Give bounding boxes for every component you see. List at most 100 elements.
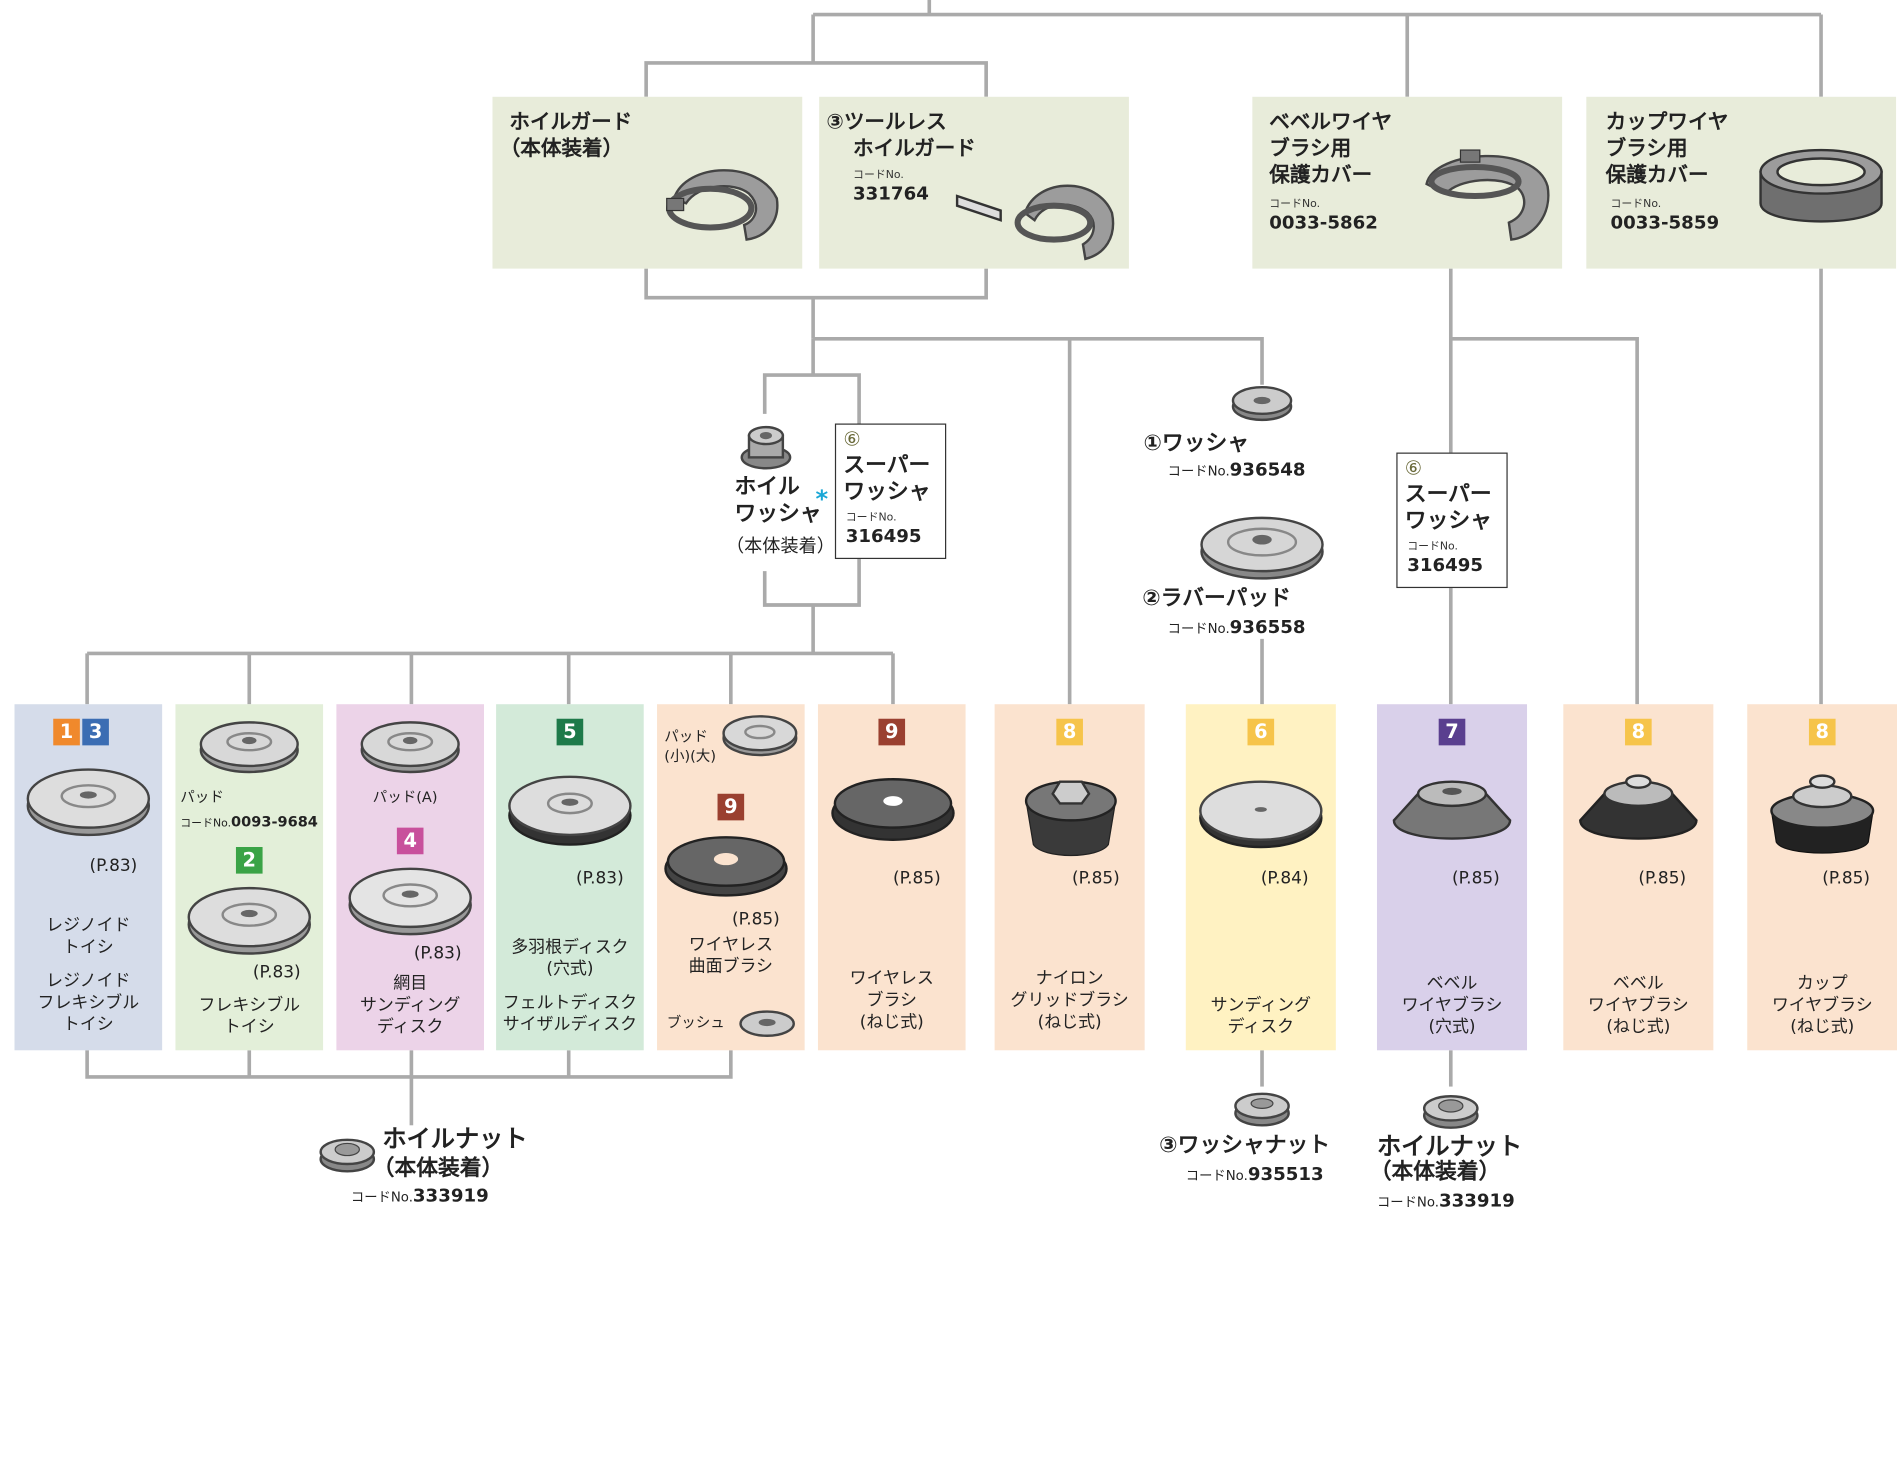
panel-curved-brush: パッド (小)(大) 9 (P.85) ワイヤレス 曲面ブラシ ブッシュ xyxy=(657,704,805,1051)
super-washer-name: ワッシャ xyxy=(1404,508,1492,534)
product-label: サンディング xyxy=(1210,995,1312,1016)
product-label: (ねじ式) xyxy=(859,1012,924,1033)
page-ref: (P.84) xyxy=(1260,868,1309,889)
washer-nut-name: ③ワッシャナット xyxy=(1159,1132,1331,1158)
flap-disc-icon xyxy=(508,775,632,846)
wheel-nut-name: ホイルナット xyxy=(1376,1131,1523,1161)
badge-5: 5 xyxy=(556,718,584,746)
guard-title: ③ツールレス xyxy=(826,110,947,135)
wheel-washer-label: ホイル xyxy=(734,474,800,500)
guard-title: ホイルガード xyxy=(509,110,633,135)
pad-label: (小)(大) xyxy=(664,747,716,765)
code-label: コードNo. xyxy=(1269,198,1321,211)
wheel-nut-name: ホイルナット xyxy=(382,1124,528,1154)
pad-label: パッド xyxy=(180,788,224,806)
super-washer-box: ⑥ スーパー ワッシャ コードNo. 316495 xyxy=(834,423,947,560)
product-label: 多羽根ディスク xyxy=(511,937,629,958)
product-label: ワイヤブラシ xyxy=(1401,995,1503,1016)
product-label: 曲面ブラシ xyxy=(688,957,774,977)
product-label: ワイヤレス xyxy=(849,969,934,989)
product-label: (穴式) xyxy=(546,959,594,979)
super-washer-name: スーパー xyxy=(843,452,931,478)
nylon-brush-icon xyxy=(1024,780,1117,857)
guard-subtitle: ブラシ用 xyxy=(1269,136,1352,161)
bevel-cover-icon xyxy=(1425,149,1550,241)
product-label: フレキシブル xyxy=(37,993,140,1013)
code-label: コードNo. xyxy=(845,511,897,524)
product-label: ワイヤブラシ xyxy=(1771,995,1873,1016)
wheel-guard-icon xyxy=(666,169,779,241)
pad-code: コードNo.0093-9684 xyxy=(180,813,318,831)
guard-box-toolless: ③ツールレス ホイルガード コードNo. 331764 xyxy=(819,96,1129,269)
wheel-nut-icon xyxy=(319,1138,376,1173)
code-label: コードNo. xyxy=(853,169,904,182)
product-label: トイシ xyxy=(62,937,114,958)
code-number: 0033-5862 xyxy=(1269,211,1378,234)
badge-8: 8 xyxy=(1808,718,1836,746)
page-ref: (P.85) xyxy=(1072,868,1120,889)
product-label: ベベル xyxy=(1612,974,1664,994)
washer-code: コードNo.936548 xyxy=(1167,458,1306,481)
code-number: 0033-5859 xyxy=(1610,211,1720,234)
code-label: コードNo. xyxy=(1610,198,1662,211)
wheel-nut-icon xyxy=(1422,1095,1479,1129)
product-label: トイシ xyxy=(223,1017,275,1037)
badge-7: 7 xyxy=(1438,718,1466,746)
guard-box-cup-cover: カップワイヤ ブラシ用 保護カバー コードNo. 0033-5859 xyxy=(1586,96,1897,269)
rubber-pad-name: ②ラバーパッド xyxy=(1142,585,1291,612)
code-number: 316495 xyxy=(845,525,922,547)
guard-subtitle: 保護カバー xyxy=(1269,163,1373,188)
pad-label: パッド(A) xyxy=(372,788,438,806)
badge-1: 1 xyxy=(53,718,80,746)
product-label: ベベル xyxy=(1426,974,1478,994)
super-washer-name: ワッシャ xyxy=(843,479,931,505)
asterisk-mark: * xyxy=(815,484,829,514)
sanding-disc-icon xyxy=(1199,780,1323,849)
badge-2: 2 xyxy=(235,847,263,874)
product-label: レジノイド xyxy=(46,971,131,991)
product-label: フェルトディスク xyxy=(502,993,638,1013)
panel-nylon-brush: 8 (P.85) ナイロン グリッドブラシ (ねじ式) xyxy=(994,704,1145,1051)
washer-nut-icon xyxy=(1234,1092,1290,1127)
panel-mesh-sanding: パッド(A) 4 (P.83) 網目 サンディング ディスク xyxy=(336,704,484,1051)
wheel-washer-note: （本体装着） xyxy=(726,534,835,557)
guard-title: ベベルワイヤ xyxy=(1269,110,1393,135)
badge-4: 4 xyxy=(396,827,424,855)
product-label: ワイヤブラシ xyxy=(1587,995,1689,1016)
product-label: ワイヤレス xyxy=(688,935,773,955)
wheel-nut-code: コードNo.333919 xyxy=(350,1184,489,1207)
badge-8: 8 xyxy=(1625,718,1652,746)
bevel-brush-icon xyxy=(1579,774,1698,840)
product-label: レジノイド xyxy=(46,915,131,936)
page-ref: (P.83) xyxy=(89,856,138,877)
page-ref: (P.83) xyxy=(252,963,301,983)
rubber-pad-icon xyxy=(1200,516,1324,580)
panel-resinoid: 1 3 (P.83) レジノイド トイシ レジノイド フレキシブル トイシ xyxy=(14,704,163,1051)
guard-title: カップワイヤ xyxy=(1605,110,1729,135)
panel-bevel-brush-screw: 8 (P.85) ベベル ワイヤブラシ (ねじ式) xyxy=(1563,704,1714,1051)
product-label: トイシ xyxy=(62,1015,114,1035)
cup-cover-icon xyxy=(1759,148,1883,223)
code-number: 316495 xyxy=(1407,554,1484,576)
panel-cup-brush: 8 (P.85) カップ ワイヤブラシ (ねじ式) xyxy=(1747,704,1897,1051)
product-label: フレキシブル xyxy=(198,995,301,1016)
panel-flexible: パッド コードNo.0093-9684 2 (P.83) フレキシブル トイシ xyxy=(175,704,324,1051)
product-label: ナイロン xyxy=(1035,969,1104,989)
grinding-disc-icon xyxy=(26,768,151,837)
code-number: 331764 xyxy=(853,182,929,205)
badge-8: 8 xyxy=(1056,718,1083,746)
flexible-disc-icon xyxy=(187,886,311,955)
code-label: コードNo. xyxy=(1407,540,1458,553)
product-label: ディスク xyxy=(1227,1017,1295,1037)
super-washer-box: ⑥ スーパー ワッシャ コードNo. 316495 xyxy=(1396,452,1508,589)
guard-subtitle: （本体装着） xyxy=(499,136,624,161)
wheel-washer-icon xyxy=(740,425,792,470)
small-pad-icon xyxy=(722,715,798,757)
badge-6: 6 xyxy=(1247,718,1275,746)
guard-box-wheel-guard: ホイルガード （本体装着） xyxy=(492,96,803,269)
bush-icon xyxy=(739,1010,795,1037)
bush-label: ブッシュ xyxy=(666,1013,725,1031)
product-label: (ねじ式) xyxy=(1790,1017,1855,1037)
curved-brush-icon xyxy=(664,836,788,897)
circled-number: ⑥ xyxy=(843,427,861,451)
